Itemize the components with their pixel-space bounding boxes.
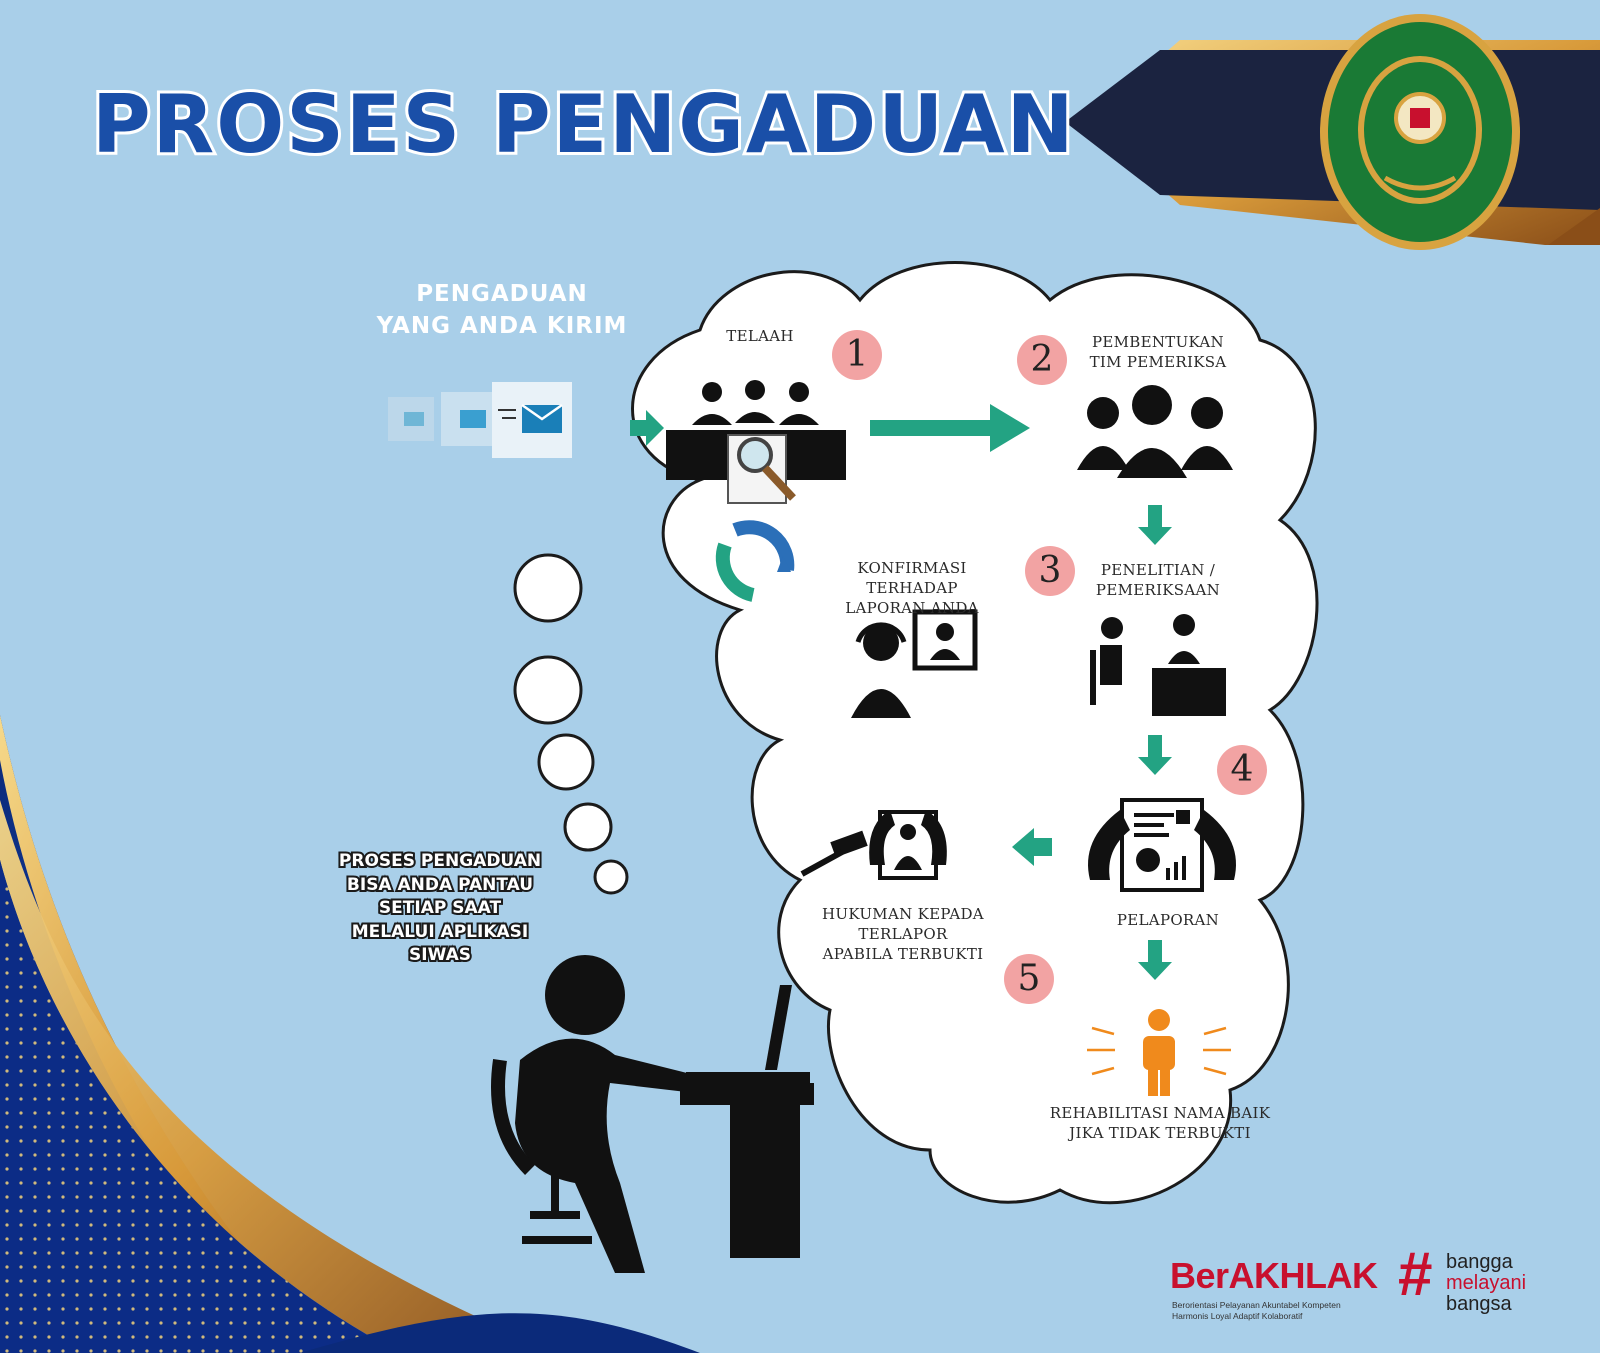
review-panel-icon: [666, 380, 846, 504]
interview-icon: [1090, 614, 1226, 716]
hashtag-icon: #: [1398, 1240, 1433, 1309]
call-center-icon: [851, 609, 978, 718]
refresh-icon: [715, 520, 795, 602]
penalty-label: HUKUMAN KEPADA TERLAPOR APABILA TERBUKTI: [822, 905, 984, 963]
team-icon: [1077, 385, 1233, 478]
step-label-rehabilitation: REHABILITASI NAMA BAIK JIKA TIDAK TERBUK…: [1049, 1104, 1271, 1142]
step-label-report: PELAPORAN: [1116, 911, 1220, 929]
gavel-icon: [800, 810, 947, 880]
step-number-3: 3: [1025, 546, 1075, 596]
person-at-desk-icon: [491, 955, 814, 1273]
page-title: PROSES PENGADUAN: [89, 75, 1077, 174]
melayani-word: melayani: [1446, 1272, 1527, 1294]
step-label-telaah: TELAAH: [726, 327, 794, 345]
confirm-label: KONFIRMASI TERHADAP LAPORAN ANDA: [845, 559, 979, 617]
bangga-melayani-logo: bangga melayani bangsa: [1446, 1252, 1526, 1315]
court-seal: [1320, 14, 1520, 250]
flow-arrows: [630, 404, 1172, 980]
report-icon: [1088, 798, 1236, 892]
step-number-5: 5: [1004, 954, 1054, 1004]
step-number-2: 2: [1017, 335, 1067, 385]
step-number-1: 1: [832, 330, 882, 380]
corner-decoration: [0, 715, 700, 1353]
envelope-icons: [388, 382, 572, 458]
step-label-examination: PENELITIAN / PEMERIKSAAN: [1095, 561, 1221, 599]
bangsa-word: bangsa: [1446, 1293, 1512, 1315]
monitoring-note: PROSES PENGADUAN BISA ANDA PANTAU SETIAP…: [337, 849, 543, 967]
berakhlak-tagline: Berorientasi Pelayanan Akuntabel Kompete…: [1172, 1300, 1341, 1321]
sent-complaints-title: PENGADUAN YANG ANDA KIRIM: [376, 281, 628, 339]
berakhlak-logo: BerAKHLAK: [1170, 1255, 1378, 1296]
step-number-4: 4: [1217, 745, 1267, 795]
person-highlight-icon: [1087, 1009, 1231, 1096]
bangga-word: bangga: [1446, 1251, 1513, 1273]
step-label-team: PEMBENTUKAN TIM PEMERIKSA: [1089, 333, 1227, 371]
